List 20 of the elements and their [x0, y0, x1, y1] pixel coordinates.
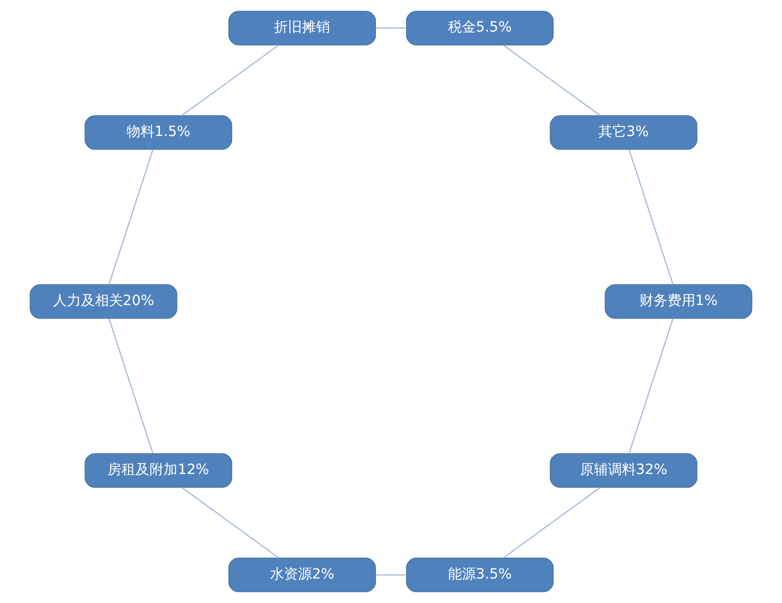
connector — [628, 149, 674, 285]
connector — [502, 487, 601, 558]
node-box: 其它3% — [550, 115, 698, 150]
node-box: 水资源2% — [228, 558, 376, 592]
connector — [181, 487, 280, 558]
node-box: 房租及附加12% — [84, 453, 232, 488]
node-box: 财务费用1% — [604, 284, 752, 319]
node-box: 人力及相关20% — [30, 284, 178, 319]
connector — [628, 318, 674, 454]
connector — [108, 149, 154, 285]
connector — [376, 27, 406, 29]
connector — [181, 44, 280, 116]
node-box: 物料1.5% — [84, 115, 232, 150]
node-box: 能源3.5% — [406, 558, 554, 592]
connector — [108, 318, 154, 454]
connector — [502, 44, 601, 116]
node-box: 折旧摊销 — [228, 10, 376, 46]
connector — [376, 574, 406, 576]
node-box: 税金5.5% — [406, 10, 554, 46]
node-box: 原辅调料32% — [550, 453, 698, 488]
